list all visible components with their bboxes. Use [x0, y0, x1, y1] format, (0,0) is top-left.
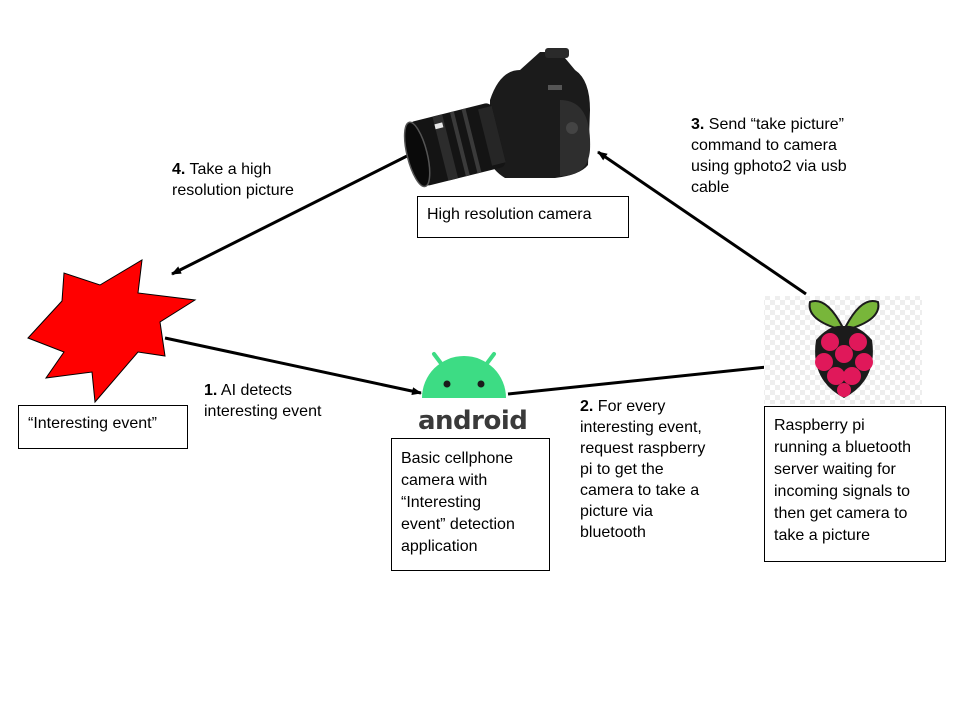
arrow-event-to-phone: [164, 336, 422, 396]
step-text: cable: [691, 179, 730, 196]
step-text: interesting event,: [580, 419, 702, 436]
step-text: request raspberry: [580, 440, 706, 457]
step-3-label: 3. Send “take picture” command to camera…: [691, 114, 847, 198]
phone-caption-line: event” detection: [401, 516, 515, 533]
step-number: 1.: [204, 382, 218, 399]
step-text: bluetooth: [580, 524, 646, 541]
camera-caption: High resolution camera: [427, 206, 592, 223]
event-caption: “Interesting event”: [28, 415, 157, 432]
phone-caption-line: application: [401, 538, 478, 555]
arrow-phone-to-pi: [507, 362, 777, 396]
step-text: Take a high: [189, 161, 272, 178]
phone-box: Basic cellphone camera with “Interesting…: [391, 438, 550, 571]
pi-caption-line: then get camera to: [774, 505, 908, 522]
step-text: AI detects: [220, 382, 293, 399]
step-text: picture via: [580, 503, 653, 520]
step-2-label: 2. For every interesting event, request …: [580, 396, 705, 543]
dslr-camera-icon: [403, 48, 591, 188]
step-text: pi to get the: [580, 461, 664, 478]
phone-caption-line: Basic cellphone: [401, 450, 514, 467]
phone-caption-line: “Interesting: [401, 494, 482, 511]
step-text: using gphoto2 via usb: [691, 158, 847, 175]
arrow-camera-to-event: [171, 150, 416, 276]
step-text: interesting event: [204, 403, 322, 420]
step-1-label: 1. AI detects interesting event: [204, 380, 321, 422]
pi-caption-line: incoming signals to: [774, 483, 911, 500]
step-4-label: 4. Take a high resolution picture: [172, 159, 294, 201]
phone-caption-line: camera with: [401, 472, 488, 489]
step-text: For every: [597, 398, 666, 415]
red-starburst-icon: [27, 259, 197, 404]
android-wordmark: android: [418, 406, 528, 436]
pi-caption-line: take a picture: [774, 527, 871, 544]
step-text: resolution picture: [172, 182, 294, 199]
step-number: 4.: [172, 161, 186, 178]
pi-box: Raspberry pi running a bluetooth server …: [764, 406, 946, 562]
pi-caption-line: running a bluetooth: [774, 439, 911, 456]
camera-box: High resolution camera: [417, 196, 629, 238]
raspberry-pi-icon: [764, 296, 922, 404]
arrow-pi-to-camera: [597, 150, 807, 296]
step-number: 2.: [580, 398, 594, 415]
step-text: Send “take picture”: [708, 116, 844, 133]
pi-caption-line: server waiting for: [774, 461, 896, 478]
android-robot-icon: [422, 352, 506, 398]
step-number: 3.: [691, 116, 705, 133]
pi-caption-line: Raspberry pi: [774, 417, 865, 434]
step-text: command to camera: [691, 137, 837, 154]
event-box: “Interesting event”: [18, 405, 188, 449]
step-text: camera to take a: [580, 482, 700, 499]
